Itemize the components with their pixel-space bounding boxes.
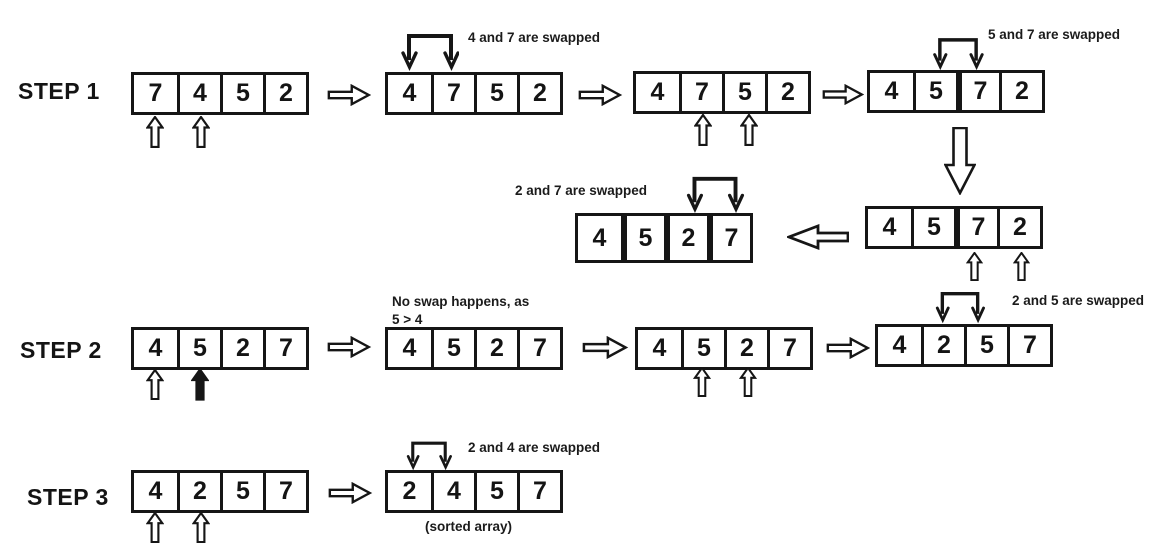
array-step2-state4: 4 2 5 7 [875, 324, 1053, 367]
up-pointer-icon [693, 367, 711, 397]
array-cell: 7 [707, 216, 750, 260]
array-cell: 5 [220, 473, 263, 510]
up-pointer-icon [146, 512, 164, 543]
array-step2-state1: 4 5 2 7 [131, 327, 309, 370]
sorted-array-note: (sorted array) [425, 519, 513, 534]
array-cell: 2 [220, 330, 263, 367]
array-cell: 2 [921, 327, 964, 364]
up-pointer-icon [740, 114, 758, 146]
right-arrow-icon [324, 482, 376, 504]
right-arrow-icon [826, 337, 870, 359]
swap-arc-icon [401, 437, 457, 471]
array-cell: 5 [474, 75, 517, 112]
array-cell: 5 [621, 216, 664, 260]
array-cell: 7 [679, 74, 722, 111]
step-2-label: STEP 2 [20, 337, 102, 363]
right-arrow-icon [324, 336, 374, 358]
array-cell: 7 [1007, 327, 1050, 364]
array-cell: 2 [517, 75, 560, 112]
array-cell: 2 [263, 75, 306, 112]
array-step3-state2: 2 4 5 7 [385, 470, 563, 513]
up-pointer-icon [192, 512, 210, 543]
array-cell: 4 [388, 75, 431, 112]
array-cell: 2 [474, 330, 517, 367]
swap-arc-icon [685, 171, 745, 214]
swap-arc-icon [930, 287, 990, 324]
array-cell: 4 [134, 473, 177, 510]
array-step2-state3: 4 5 2 7 [635, 327, 813, 370]
array-cell: 4 [177, 75, 220, 112]
array-cell: 7 [517, 473, 560, 510]
array-cell: 4 [636, 74, 679, 111]
array-cell: 5 [681, 330, 724, 367]
array-step1-state5: 4 5 7 2 [865, 206, 1043, 249]
up-pointer-filled-icon [191, 368, 209, 401]
array-step3-state1: 4 2 5 7 [131, 470, 309, 513]
right-arrow-icon [577, 84, 623, 106]
array-cell: 2 [177, 473, 220, 510]
up-pointer-icon [966, 252, 983, 281]
left-arrow-icon [787, 224, 849, 250]
up-pointer-icon [192, 116, 210, 148]
annotation-swap-2-7: 2 and 7 are swapped [515, 183, 648, 198]
down-arrow-icon [944, 127, 976, 195]
array-cell: 4 [578, 216, 621, 260]
array-cell: 5 [474, 473, 517, 510]
right-arrow-icon [327, 84, 371, 106]
up-pointer-icon [694, 114, 712, 146]
array-cell: 5 [964, 327, 1007, 364]
array-cell: 5 [913, 73, 956, 110]
array-cell: 4 [388, 330, 431, 367]
array-cell: 5 [220, 75, 263, 112]
up-pointer-icon [1013, 252, 1030, 281]
up-pointer-icon [739, 367, 757, 397]
array-cell: 7 [431, 75, 474, 112]
array-cell: 2 [765, 74, 808, 111]
array-cell: 7 [956, 73, 999, 110]
array-cell: 5 [911, 209, 954, 246]
right-arrow-icon [822, 84, 864, 105]
array-cell: 2 [664, 216, 707, 260]
array-cell: 7 [263, 473, 306, 510]
up-pointer-icon [146, 116, 164, 148]
annotation-no-swap-line1: No swap happens, as [392, 294, 530, 309]
annotation-swap-4-7: 4 and 7 are swapped [468, 30, 601, 45]
array-cell: 5 [177, 330, 220, 367]
array-cell: 5 [722, 74, 765, 111]
array-cell: 4 [878, 327, 921, 364]
array-cell: 4 [134, 330, 177, 367]
array-step1-state2: 4 7 5 2 [385, 72, 563, 115]
array-cell: 4 [431, 473, 474, 510]
array-cell: 7 [954, 209, 997, 246]
array-step1-state3: 4 7 5 2 [633, 71, 811, 114]
annotation-swap-2-5: 2 and 5 are swapped [1012, 293, 1145, 308]
array-cell: 4 [638, 330, 681, 367]
array-cell: 7 [767, 330, 810, 367]
annotation-no-swap-line2: 5 > 4 [392, 312, 423, 327]
step-3-label: STEP 3 [27, 484, 109, 510]
step-1-label: STEP 1 [18, 78, 100, 104]
array-step2-state2: 4 5 2 7 [385, 327, 563, 370]
annotation-swap-2-4: 2 and 4 are swapped [468, 440, 601, 455]
array-cell: 7 [517, 330, 560, 367]
array-step1-state6: 4 5 2 7 [575, 213, 753, 263]
swap-arc-icon [929, 33, 987, 71]
array-cell: 4 [870, 73, 913, 110]
array-cell: 7 [263, 330, 306, 367]
array-step1-state4: 4 5 7 2 [867, 70, 1045, 113]
swap-arc-icon [401, 28, 459, 72]
array-cell: 2 [388, 473, 431, 510]
array-cell: 7 [134, 75, 177, 112]
array-cell: 2 [999, 73, 1042, 110]
array-step1-state1: 7 4 5 2 [131, 72, 309, 115]
array-cell: 4 [868, 209, 911, 246]
array-cell: 2 [724, 330, 767, 367]
array-cell: 5 [431, 330, 474, 367]
up-pointer-icon [146, 369, 164, 400]
array-cell: 2 [997, 209, 1040, 246]
right-arrow-icon [578, 336, 632, 359]
annotation-swap-5-7: 5 and 7 are swapped [988, 27, 1121, 42]
